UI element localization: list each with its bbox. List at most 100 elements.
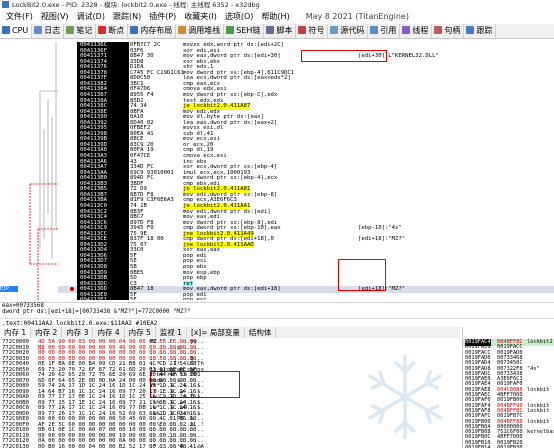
menu-item-6[interactable]: 选项(O) (224, 12, 254, 21)
menu-item-0[interactable]: 文件(F) (6, 12, 33, 21)
dump-tab-6[interactable]: [x]= 局部变量 (187, 327, 245, 338)
stack-row[interactable]: 0019FB08751C6F00kernelbase (463, 429, 554, 436)
tab-0[interactable]: CPU (0, 24, 33, 38)
dump-tab-5[interactable]: 监视 1 (156, 327, 187, 338)
menu-item-2[interactable]: 调试(D) (76, 12, 105, 21)
breakpoint-icon[interactable] (70, 287, 74, 292)
tab-6[interactable]: SEH链 (224, 24, 265, 38)
menu-item-1[interactable]: 视图(V) (40, 12, 69, 21)
tab-11[interactable]: 线程 (400, 24, 433, 38)
dump-tab-0[interactable]: 内存 1 (0, 327, 32, 338)
menu-item-4[interactable]: 插件(P) (149, 12, 177, 21)
tab-13[interactable]: 跟踪 (464, 24, 497, 38)
tab-2[interactable]: 笔记 (64, 24, 97, 38)
dump-tab-4[interactable]: 内存 5 (125, 327, 156, 338)
tab-3[interactable]: 断点 (96, 24, 129, 38)
menu-item-7[interactable]: 帮助(H) (261, 12, 290, 21)
tab-4[interactable]: 内存布局 (128, 24, 177, 38)
tab-10[interactable]: 引用 (368, 24, 401, 38)
tab-12[interactable]: 句柄 (432, 24, 465, 38)
tab-5[interactable]: 调用堆栈 (176, 24, 225, 38)
disasm-row[interactable]: 004113E15Epop esi (58, 297, 554, 300)
tab-8[interactable]: 符号 (296, 24, 329, 38)
tab-7[interactable]: 脚本 (264, 24, 297, 38)
dump-tab-7[interactable]: 结构体 (245, 327, 277, 338)
dump-tab-3[interactable]: 内存 4 (93, 327, 125, 338)
dump-tab-1[interactable]: 内存 2 (31, 327, 63, 338)
menu-item-5[interactable]: 收藏夹(I) (184, 12, 217, 21)
